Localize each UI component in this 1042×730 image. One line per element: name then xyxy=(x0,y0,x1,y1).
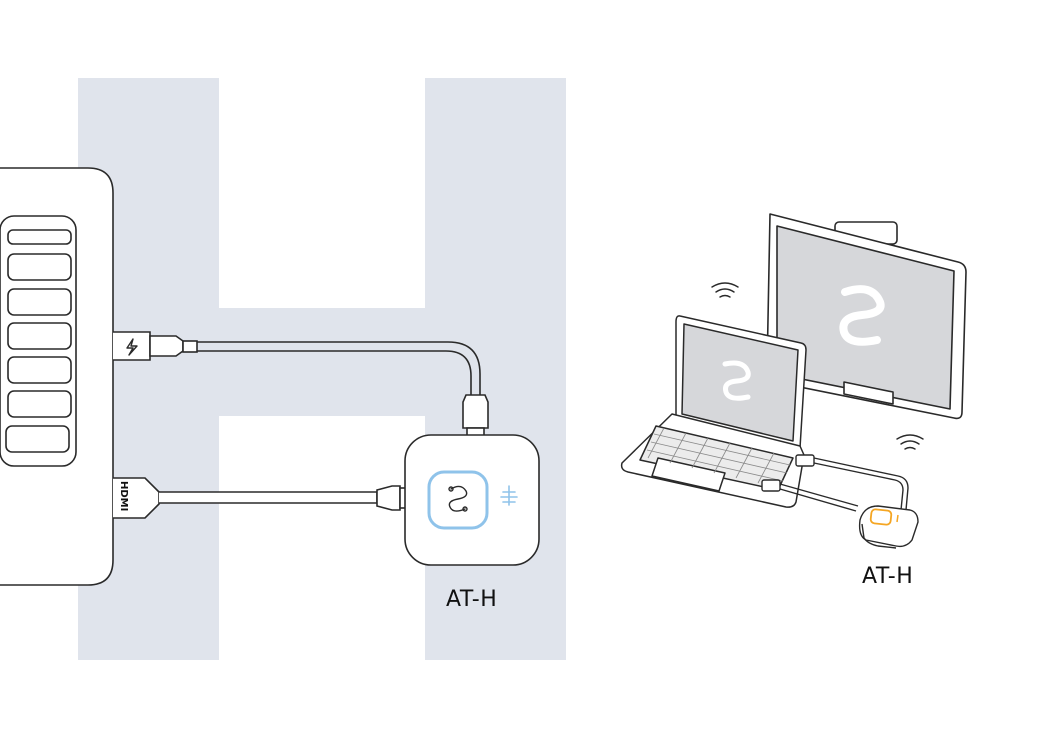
laptop xyxy=(620,315,807,508)
monitor-logo-icon xyxy=(839,285,885,346)
wifi-icon xyxy=(711,282,739,298)
laptop-logo-icon xyxy=(722,360,751,401)
computer-side-panel xyxy=(0,167,114,586)
mic-icon xyxy=(500,485,518,506)
lightning-icon xyxy=(126,338,138,356)
device-label-left: AT-H xyxy=(446,587,498,612)
laptop-cables xyxy=(761,454,909,512)
at-h-device-right xyxy=(858,505,919,549)
hdmi-cable xyxy=(113,477,407,519)
wifi-icon-right xyxy=(896,434,924,450)
hdmi-port-label: HDMI xyxy=(118,481,129,511)
power-cable xyxy=(113,331,489,437)
at-h-device-left xyxy=(404,434,540,566)
background-letter-h xyxy=(78,78,566,660)
laptop-keyboard xyxy=(646,427,791,484)
app-logo-icon xyxy=(448,485,468,512)
device-label-right: AT-H xyxy=(862,564,914,589)
